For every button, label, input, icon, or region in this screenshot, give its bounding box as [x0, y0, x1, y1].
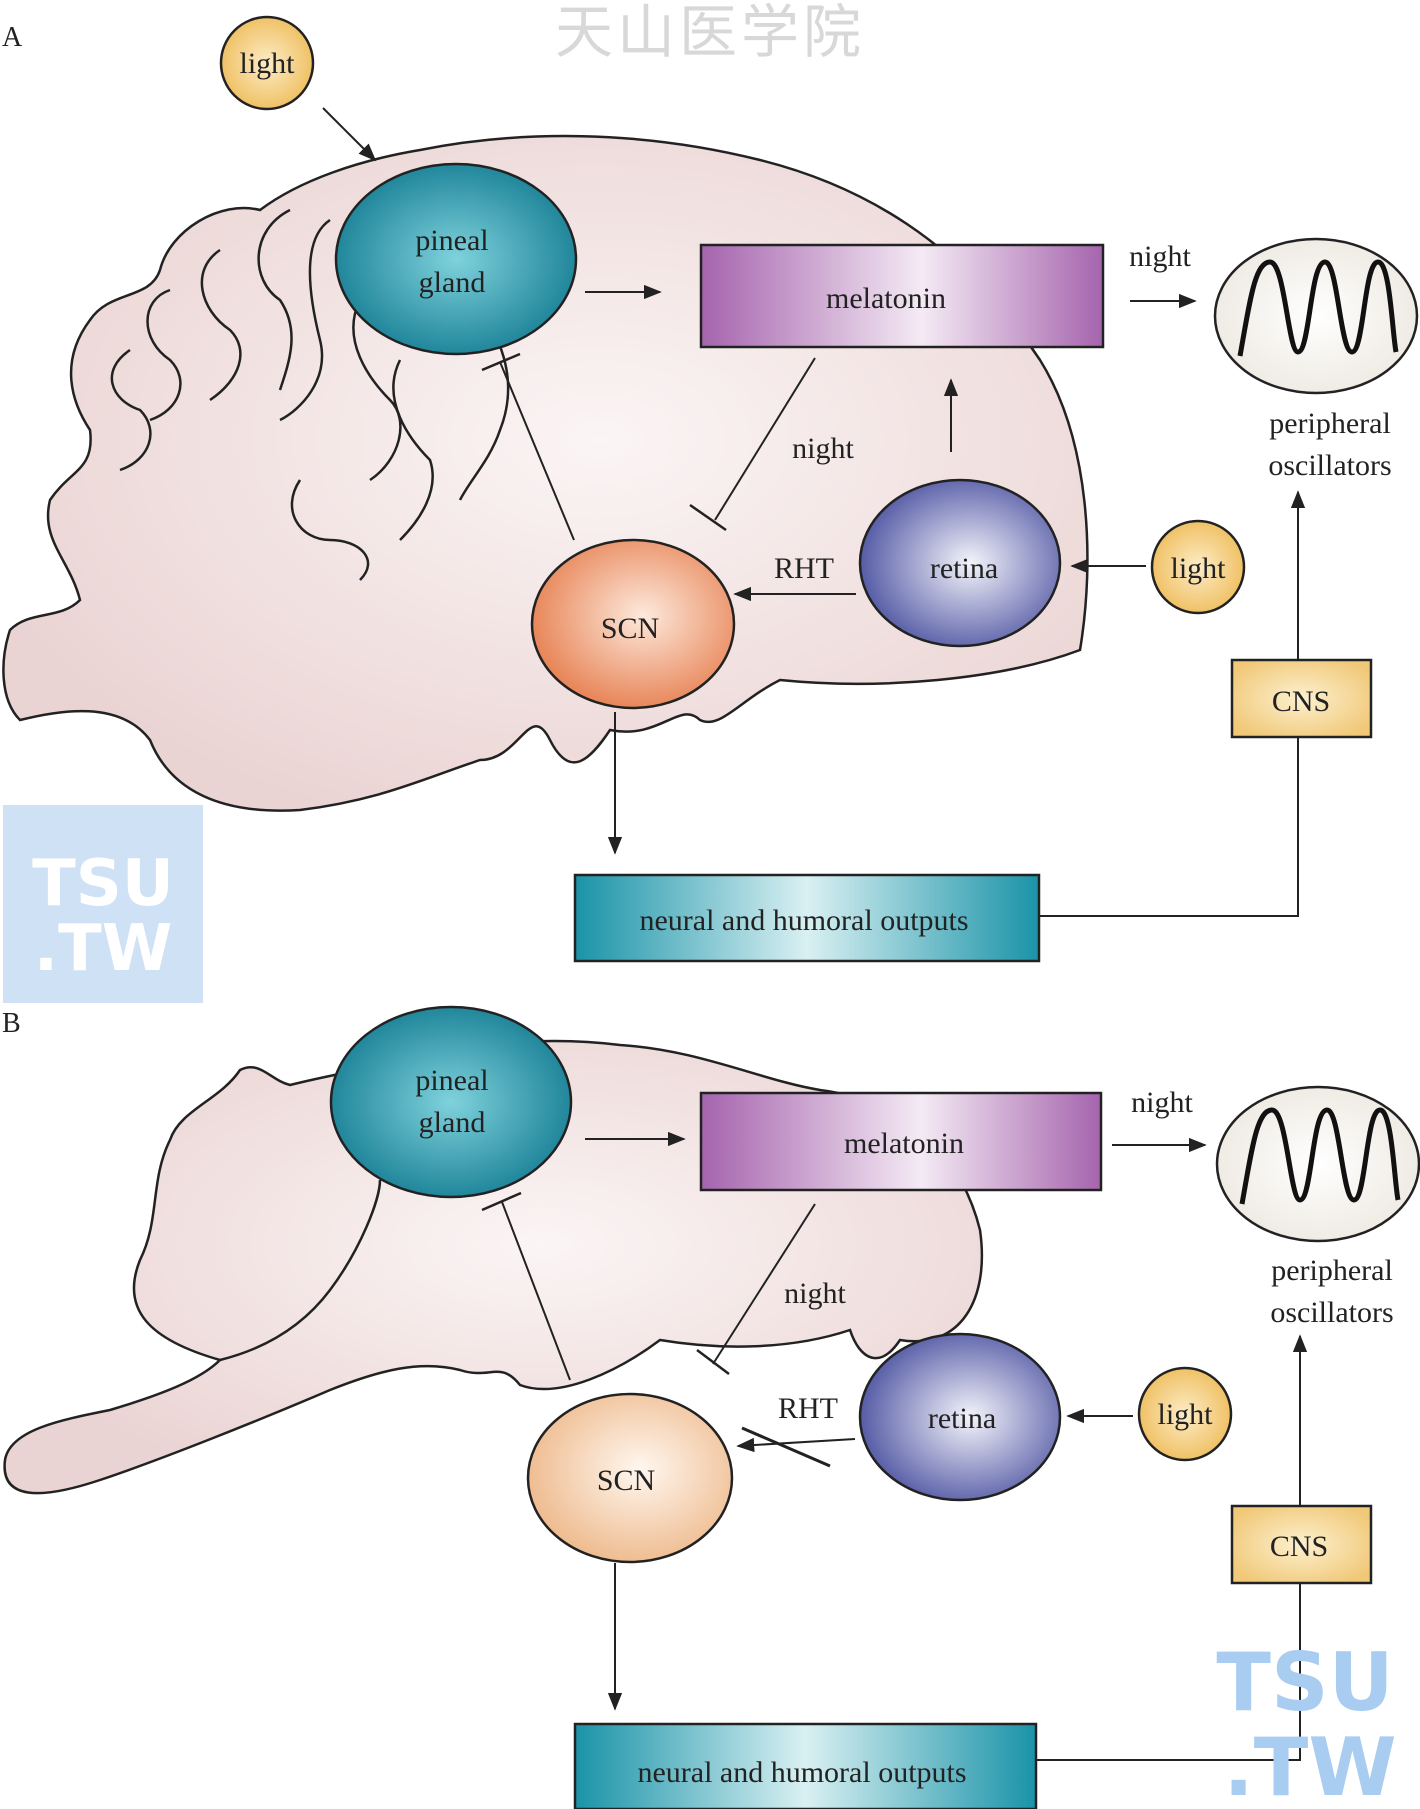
- pineal-label-line2: gland: [419, 1106, 486, 1139]
- melatonin-label: melatonin: [844, 1127, 964, 1160]
- scn-label: SCN: [597, 1464, 655, 1497]
- panel-a: A light pineal gland: [2, 15, 1419, 1003]
- retina-node-b: retina: [858, 1332, 1062, 1502]
- light-node-top-a: light: [219, 15, 315, 111]
- light-node-right-b: light: [1137, 1366, 1233, 1462]
- inhibit-bar-b: [696, 1349, 730, 1375]
- logo-line2: .TW: [34, 912, 173, 986]
- inhibit-melatonin-to-scn-b: [712, 1203, 816, 1365]
- melatonin-node-b: melatonin: [699, 1091, 1103, 1192]
- logo-line1: TSU: [32, 847, 174, 921]
- cns-label: CNS: [1272, 685, 1330, 718]
- peripheral-oscillators-node-a: peripheral oscillators: [1213, 237, 1419, 482]
- cns-label: CNS: [1270, 1530, 1328, 1563]
- peripheral-label-line2: oscillators: [1268, 449, 1391, 482]
- line-outputs-to-cns-b: [1036, 1582, 1301, 1761]
- rht-label-b: RHT: [778, 1392, 838, 1425]
- melatonin-label: melatonin: [826, 282, 946, 315]
- night-label-inhibit-b: night: [784, 1277, 846, 1310]
- logo-line2: .TW: [1223, 1721, 1396, 1809]
- retina-label: retina: [928, 1402, 996, 1435]
- inhibit-bar-a: [689, 503, 727, 532]
- outputs-label: neural and humoral outputs: [637, 1756, 966, 1789]
- rht-block-mark-b: [741, 1426, 831, 1468]
- pineal-gland-node-a: pineal gland: [334, 162, 578, 356]
- inhibit-bar-pineal-a: [481, 352, 521, 372]
- scn-node-b: SCN: [526, 1392, 734, 1564]
- melatonin-node-a: melatonin: [699, 243, 1105, 349]
- night-label-periph-a: night: [1129, 240, 1191, 273]
- inhibit-melatonin-to-scn-a: [714, 357, 816, 521]
- panel-b: B pineal gland melatonin night periphera…: [2, 1005, 1420, 1809]
- scn-label: SCN: [601, 612, 659, 645]
- retina-node-a: retina: [858, 478, 1062, 648]
- oscillation-wave-icon: [1239, 1107, 1401, 1205]
- cns-node-a: CNS: [1230, 658, 1373, 739]
- cerebellum-folds-a: [110, 208, 510, 581]
- arrow-rht-b: [736, 1437, 856, 1453]
- cns-node-b: CNS: [1230, 1504, 1373, 1585]
- night-label-inhibit-a: night: [792, 432, 854, 465]
- watermark-title: 天山医学院: [555, 0, 865, 65]
- pineal-label-line2: gland: [419, 266, 486, 299]
- light-label: light: [1157, 1398, 1213, 1431]
- outputs-node-b: neural and humoral outputs: [573, 1722, 1038, 1809]
- light-label: light: [239, 47, 295, 80]
- inhibit-scn-to-pineal-b: [501, 1201, 571, 1381]
- pineal-label-line1: pineal: [415, 1064, 488, 1097]
- pineal-label-line1: pineal: [415, 224, 488, 257]
- brain-inner-fold-b: [219, 1179, 382, 1362]
- outputs-node-a: neural and humoral outputs: [573, 873, 1041, 963]
- panel-letter-a: A: [2, 22, 23, 53]
- panel-letter-b: B: [2, 1008, 21, 1039]
- oscillation-wave-icon: [1237, 259, 1399, 357]
- tsu-logo-watermark-bottom: TSU .TW: [1216, 1636, 1396, 1809]
- tsu-logo-watermark: TSU .TW: [3, 805, 203, 1003]
- light-label: light: [1170, 552, 1226, 585]
- peripheral-label-line1: peripheral: [1271, 1254, 1393, 1287]
- rht-label-a: RHT: [774, 552, 834, 585]
- peripheral-oscillators-node-b: peripheral oscillators: [1215, 1085, 1420, 1329]
- light-node-right-a: light: [1150, 519, 1246, 615]
- night-label-periph-b: night: [1131, 1086, 1193, 1119]
- peripheral-label-line1: peripheral: [1269, 407, 1391, 440]
- logo-line1: TSU: [1216, 1636, 1393, 1729]
- inhibit-scn-to-pineal-a: [499, 361, 575, 541]
- line-outputs-to-cns-a: [1039, 737, 1299, 917]
- scn-node-a: SCN: [530, 538, 736, 710]
- pineal-gland-node-b: pineal gland: [329, 1005, 573, 1199]
- outputs-label: neural and humoral outputs: [639, 904, 968, 937]
- arrow-light-to-pineal-a: [322, 107, 377, 162]
- inhibit-bar-pineal-b: [481, 1191, 522, 1212]
- retina-label: retina: [930, 552, 998, 585]
- peripheral-label-line2: oscillators: [1270, 1296, 1393, 1329]
